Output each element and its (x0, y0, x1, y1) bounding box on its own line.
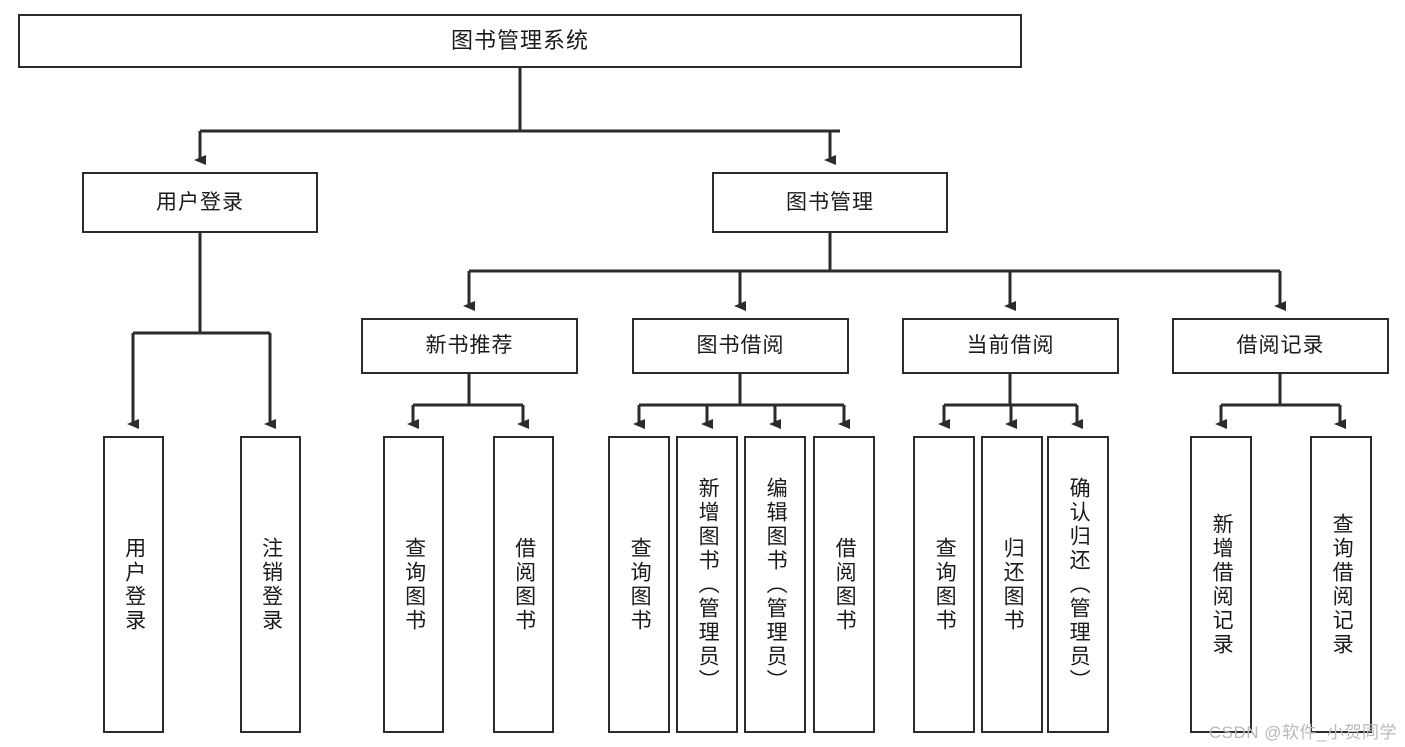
node-label: 查询图书 (402, 536, 426, 633)
node-label: 查询图书 (628, 536, 652, 633)
node-leaf-add-book[interactable]: 新增图书（管理员） (676, 436, 738, 733)
node-leaf-query-book-2[interactable]: 查询图书 (608, 436, 670, 733)
node-book-management[interactable]: 图书管理 (712, 172, 948, 233)
node-label: 确认归还（管理员） (1067, 476, 1091, 693)
node-leaf-borrow-book-2[interactable]: 借阅图书 (813, 436, 875, 733)
node-book-borrow[interactable]: 图书借阅 (632, 318, 849, 374)
node-borrow-record[interactable]: 借阅记录 (1172, 318, 1389, 374)
node-label: 新增借阅记录 (1210, 512, 1234, 657)
node-leaf-logout[interactable]: 注销登录 (240, 436, 301, 733)
watermark-label: CSDN @软件_小贺同学 (1208, 723, 1397, 742)
node-leaf-query-book-3[interactable]: 查询图书 (913, 436, 975, 733)
node-label: 查询借阅记录 (1330, 512, 1354, 657)
node-new-book-recommend[interactable]: 新书推荐 (361, 318, 578, 374)
node-leaf-add-record[interactable]: 新增借阅记录 (1190, 436, 1252, 733)
node-label: 新增图书（管理员） (696, 476, 720, 693)
node-label: 借阅图书 (512, 536, 536, 633)
node-label: 用户登录 (122, 536, 146, 633)
node-label: 注销登录 (259, 536, 283, 633)
node-leaf-query-record[interactable]: 查询借阅记录 (1310, 436, 1372, 733)
node-label: 归还图书 (1001, 536, 1025, 633)
node-leaf-confirm-return[interactable]: 确认归还（管理员） (1047, 436, 1109, 733)
node-leaf-query-book-1[interactable]: 查询图书 (383, 436, 444, 733)
node-label: 编辑图书（管理员） (764, 476, 788, 693)
node-leaf-borrow-book-1[interactable]: 借阅图书 (493, 436, 554, 733)
node-label: 借阅图书 (833, 536, 857, 633)
node-leaf-edit-book[interactable]: 编辑图书（管理员） (744, 436, 806, 733)
node-leaf-user-login[interactable]: 用户登录 (103, 436, 164, 733)
node-label: 查询图书 (933, 536, 957, 633)
node-current-borrow[interactable]: 当前借阅 (902, 318, 1119, 374)
node-leaf-return-book[interactable]: 归还图书 (981, 436, 1043, 733)
node-user-login[interactable]: 用户登录 (82, 172, 318, 233)
node-root[interactable]: 图书管理系统 (18, 14, 1022, 68)
